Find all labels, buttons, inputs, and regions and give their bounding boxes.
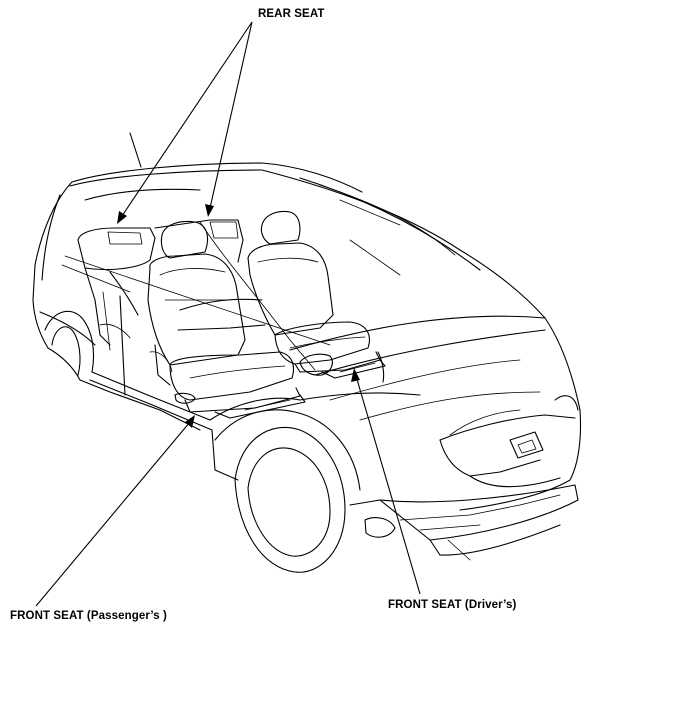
front-seat-driver [247, 210, 386, 383]
front-seat-passenger [147, 220, 306, 419]
arrowhead-passenger [185, 415, 195, 428]
leader-passenger [35, 421, 191, 607]
rear-seat [77, 219, 266, 346]
car-body [32, 132, 582, 573]
leader-rear-left [121, 21, 253, 217]
arrowhead-rear-left [117, 211, 127, 224]
interior-line [64, 255, 331, 346]
leader-driver [355, 375, 421, 595]
front-seat-passenger-label: FRONT SEAT (Passenger’s ) [10, 610, 167, 622]
leader-lines [35, 21, 421, 607]
arrowhead-rear-right [205, 204, 214, 217]
arrowhead-driver [351, 368, 360, 382]
front-seat-driver-label: FRONT SEAT (Driver’s) [388, 599, 517, 611]
leader-rear-right [209, 21, 253, 209]
seat-belt-line [199, 221, 316, 371]
rear-seat-label: REAR SEAT [258, 8, 325, 20]
